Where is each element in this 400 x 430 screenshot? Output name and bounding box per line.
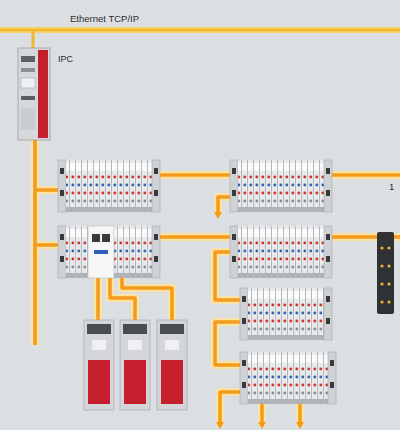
device-name: IPC — [58, 54, 73, 64]
ethercat-glow — [35, 140, 400, 426]
terminal-block — [240, 288, 332, 340]
terminal-block — [240, 352, 336, 404]
servo-drive — [157, 320, 187, 410]
terminal-block — [230, 226, 332, 278]
terminal-block — [58, 160, 160, 212]
terminal-block — [58, 226, 160, 278]
distribution-box — [377, 232, 394, 314]
ethernet-glow — [0, 27, 400, 33]
network-label: Ethernet TCP/IP — [70, 13, 139, 24]
ethernet-drop — [32, 30, 35, 48]
servo-drive — [84, 320, 114, 410]
ethercat-line — [35, 140, 400, 426]
ethernet-line — [0, 29, 400, 32]
ipc-device — [18, 48, 50, 140]
device-node: IPC — [18, 48, 88, 140]
callout-number: 1 — [389, 181, 394, 192]
terminal-block — [230, 160, 332, 212]
servo-drive — [120, 320, 150, 410]
